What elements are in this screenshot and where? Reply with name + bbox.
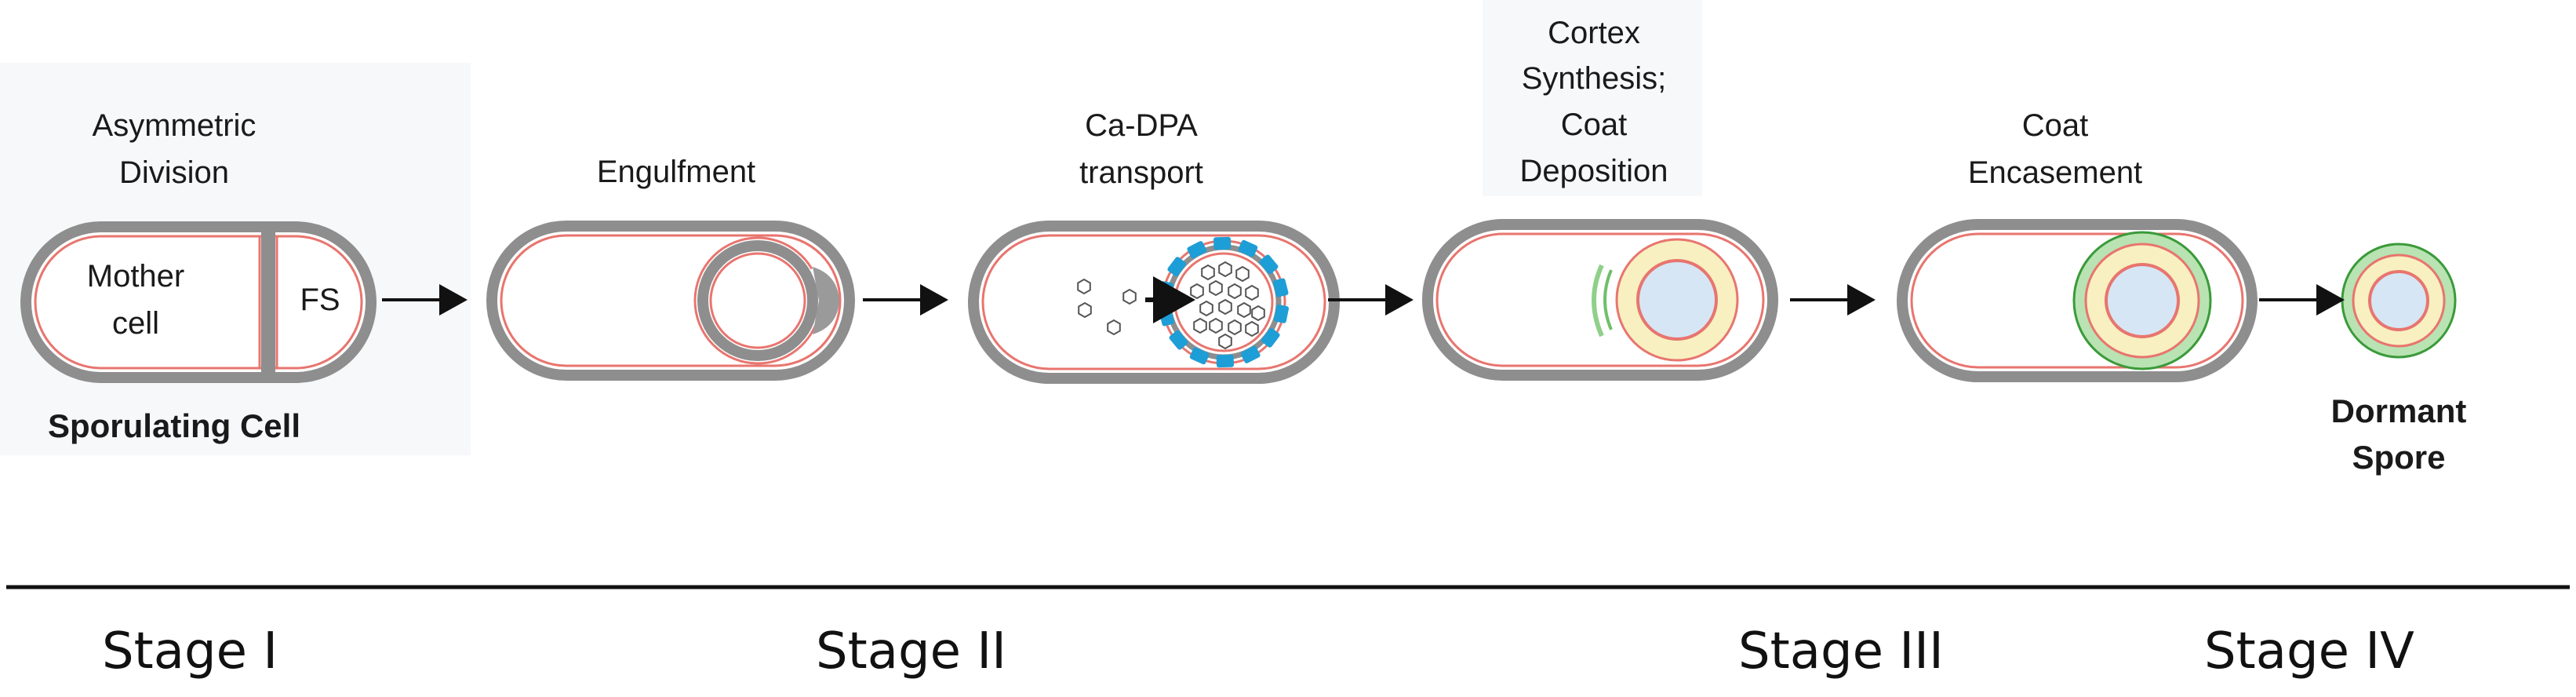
cell-membrane	[1435, 232, 1765, 367]
ca-dpa-molecule	[1235, 265, 1250, 283]
step-label-line: Deposition	[1519, 154, 1668, 188]
mother-cell-wall	[20, 221, 377, 383]
step-caption-line: Dormant	[2331, 392, 2467, 429]
step-ca-dpa-transport: Ca-DPA transport	[968, 108, 1340, 384]
step-dormant-spore: Dormant Spore	[2331, 243, 2467, 476]
engulfment-bridge	[813, 267, 839, 334]
coat-deposition	[1603, 269, 1613, 330]
stage-label: Stage IV	[2204, 622, 2414, 681]
transporter-protein	[1272, 278, 1289, 297]
ca-dpa-molecule	[1218, 333, 1232, 350]
step-caption-line: Spore	[2352, 439, 2445, 476]
step-label-line: Division	[119, 155, 229, 190]
ca-dpa-molecule	[1237, 301, 1251, 319]
step-label-line: Coat	[1561, 108, 1628, 142]
ca-dpa-molecules	[1077, 278, 1137, 336]
transporter-protein	[1274, 305, 1289, 323]
ca-dpa-molecule	[1228, 283, 1242, 300]
cell-membrane	[500, 234, 842, 367]
ca-dpa-molecule	[1209, 317, 1223, 334]
cell-membrane	[981, 234, 1326, 370]
core	[2368, 270, 2429, 331]
forespore-outer-membrane	[693, 236, 822, 365]
transporter-protein	[1187, 241, 1207, 259]
step-label-line: Synthesis;	[1522, 61, 1667, 96]
cell-membrane	[1910, 232, 2244, 369]
ca-dpa-molecules	[1190, 261, 1265, 350]
step-label-line: Asymmetric	[93, 108, 257, 143]
transporter-protein	[1189, 347, 1210, 365]
step-coat-encasement: Coat Encasement	[1897, 108, 2258, 382]
stage-label: Stage I	[102, 622, 278, 681]
ca-dpa-molecule	[1078, 301, 1092, 319]
ca-dpa-molecule	[1218, 298, 1232, 316]
transporter-protein	[1167, 257, 1187, 277]
mother-cell-membrane	[34, 235, 363, 370]
transporter-protein	[1216, 354, 1234, 368]
transporter-protein	[1238, 239, 1258, 257]
step-label-line: Cortex	[1548, 16, 1640, 50]
ca-dpa-molecule	[1218, 261, 1232, 278]
transporter-protein	[1240, 345, 1261, 363]
septum	[261, 227, 275, 378]
core	[1636, 259, 1718, 341]
mother-cell-label: Mother	[87, 259, 185, 294]
mother-cell-label: cell	[112, 306, 159, 341]
forespore-wall	[697, 240, 818, 361]
step-label-line: Ca-DPA	[1085, 108, 1198, 143]
ca-dpa-molecule	[1228, 319, 1242, 336]
forespore-inner-membrane	[709, 252, 806, 349]
step-engulfment: Engulfment	[486, 155, 855, 381]
step-caption: Sporulating Cell	[48, 407, 300, 444]
ca-dpa-molecule	[1251, 305, 1265, 322]
ca-dpa-molecule	[1193, 317, 1207, 334]
ca-dpa-molecule	[1245, 320, 1259, 338]
ca-dpa-molecule	[1209, 279, 1223, 297]
core	[2105, 263, 2180, 338]
forespore-label: FS	[300, 283, 340, 317]
transporter-protein	[1261, 327, 1280, 348]
ca-dpa-molecule	[1077, 278, 1091, 295]
step-label-line: transport	[1079, 155, 1203, 190]
ca-dpa-molecule	[1122, 288, 1137, 305]
transporter-protein	[1213, 236, 1232, 250]
stage-label: Stage II	[816, 622, 1006, 681]
step-label-line: Encasement	[1968, 155, 2142, 190]
step-asymmetric-division: Asymmetric Division Mother cell FS Sporu…	[20, 108, 377, 444]
ca-dpa-molecule	[1190, 283, 1204, 300]
transporter-protein	[1169, 330, 1188, 350]
step-label-line: Coat	[2022, 108, 2089, 143]
ca-dpa-molecule	[1199, 300, 1213, 317]
ca-dpa-molecule	[1245, 284, 1259, 301]
transporter-protein	[1259, 254, 1279, 275]
step-cortex-coat-deposition: Cortex Synthesis; Coat Deposition	[1422, 16, 1778, 381]
coat-deposition	[1592, 264, 1604, 338]
ca-dpa-molecule	[1107, 319, 1121, 336]
step-label: Engulfment	[597, 155, 755, 189]
ca-dpa-molecule	[1201, 264, 1215, 281]
panel-bg	[1483, 0, 1702, 196]
stage-label: Stage III	[1738, 622, 1944, 681]
